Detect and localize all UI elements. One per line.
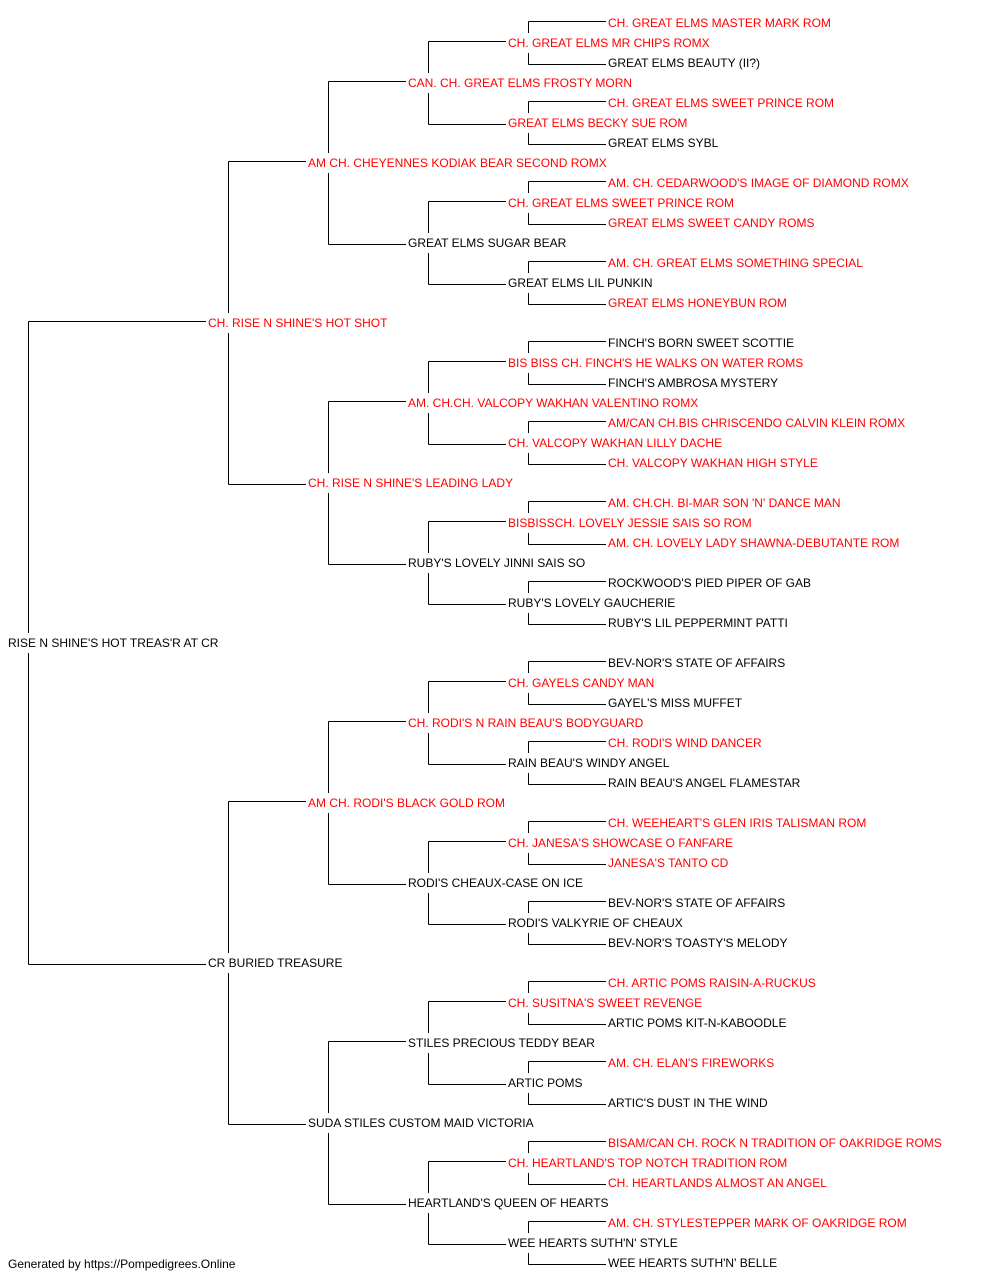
ancestor-name-gen5: ROCKWOOD'S PIED PIPER OF GAB [608,576,811,590]
subject-dog-name: RISE N SHINE'S HOT TREAS'R AT CR [8,636,219,650]
ancestor-name-gen5: AM/CAN CH.BIS CHRISCENDO CALVIN KLEIN RO… [608,416,905,430]
ancestor-name-gen5: RUBY'S LIL PEPPERMINT PATTI [608,616,788,630]
ancestor-name-gen4: CH. GAYELS CANDY MAN [508,676,654,690]
ancestor-name-gen5: WEE HEARTS SUTH'N' BELLE [608,1256,777,1270]
ancestor-name-gen4: ARTIC POMS [508,1076,582,1090]
ancestor-name-gen5: GREAT ELMS BEAUTY (II?) [608,56,760,70]
ancestor-name-gen5: AM. CH.CH. BI-MAR SON 'N' DANCE MAN [608,496,841,510]
ancestor-name-gen5: AM. CH. CEDARWOOD'S IMAGE OF DIAMOND ROM… [608,176,909,190]
ancestor-name-gen5: GREAT ELMS HONEYBUN ROM [608,296,787,310]
ancestor-name-gen5: AM. CH. ELAN'S FIREWORKS [608,1056,774,1070]
ancestor-name-gen5: CH. WEEHEART'S GLEN IRIS TALISMAN ROM [608,816,866,830]
ancestor-name-gen5: BEV-NOR'S STATE OF AFFAIRS [608,656,785,670]
ancestor-name-gen5: AM. CH. GREAT ELMS SOMETHING SPECIAL [608,256,863,270]
ancestor-name-gen1: CH. RISE N SHINE'S HOT SHOT [208,316,388,330]
ancestor-name-gen5: CH. GREAT ELMS SWEET PRINCE ROM [608,96,834,110]
ancestor-name-gen2: CH. RISE N SHINE'S LEADING LADY [308,476,513,490]
ancestor-name-gen5: JANESA'S TANTO CD [608,856,729,870]
ancestor-name-gen2: AM CH. RODI'S BLACK GOLD ROM [308,796,505,810]
ancestor-name-gen1: CR BURIED TREASURE [208,956,342,970]
ancestor-name-gen3: HEARTLAND'S QUEEN OF HEARTS [408,1196,609,1210]
ancestor-name-gen4: RAIN BEAU'S WINDY ANGEL [508,756,670,770]
ancestor-name-gen4: RUBY'S LOVELY GAUCHERIE [508,596,675,610]
ancestor-name-gen5: GREAT ELMS SYBL [608,136,719,150]
ancestor-name-gen5: FINCH'S BORN SWEET SCOTTIE [608,336,794,350]
ancestor-name-gen2: AM CH. CHEYENNES KODIAK BEAR SECOND ROMX [308,156,607,170]
ancestor-name-gen5: BEV-NOR'S STATE OF AFFAIRS [608,896,785,910]
ancestor-name-gen5: CH. RODI'S WIND DANCER [608,736,762,750]
ancestor-name-gen5: CH. HEARTLANDS ALMOST AN ANGEL [608,1176,827,1190]
ancestor-name-gen4: WEE HEARTS SUTH'N' STYLE [508,1236,678,1250]
ancestor-name-gen4: CH. HEARTLAND'S TOP NOTCH TRADITION ROM [508,1156,787,1170]
ancestor-name-gen3: RUBY'S LOVELY JINNI SAIS SO [408,556,585,570]
ancestor-name-gen4: CH. GREAT ELMS MR CHIPS ROMX [508,36,710,50]
ancestor-name-gen4: BIS BISS CH. FINCH'S HE WALKS ON WATER R… [508,356,803,370]
ancestor-name-gen4: GREAT ELMS BECKY SUE ROM [508,116,687,130]
ancestor-name-gen4: CH. JANESA'S SHOWCASE O FANFARE [508,836,733,850]
ancestor-name-gen3: STILES PRECIOUS TEDDY BEAR [408,1036,595,1050]
ancestor-name-gen5: GAYEL'S MISS MUFFET [608,696,743,710]
ancestor-name-gen4: CH. GREAT ELMS SWEET PRINCE ROM [508,196,734,210]
ancestor-name-gen5: CH. GREAT ELMS MASTER MARK ROM [608,16,831,30]
ancestor-name-gen4: BISBISSCH. LOVELY JESSIE SAIS SO ROM [508,516,752,530]
ancestor-name-gen4: GREAT ELMS LIL PUNKIN [508,276,653,290]
ancestor-name-gen5: BEV-NOR'S TOASTY'S MELODY [608,936,788,950]
ancestor-name-gen3: GREAT ELMS SUGAR BEAR [408,236,567,250]
ancestor-name-gen5: ARTIC'S DUST IN THE WIND [608,1096,768,1110]
ancestor-name-gen3: RODI'S CHEAUX-CASE ON ICE [408,876,583,890]
ancestor-name-gen5: CH. VALCOPY WAKHAN HIGH STYLE [608,456,818,470]
ancestor-name-gen5: ARTIC POMS KIT-N-KABOODLE [608,1016,786,1030]
ancestor-name-gen2: SUDA STILES CUSTOM MAID VICTORIA [308,1116,534,1130]
ancestor-name-gen5: BISAM/CAN CH. ROCK N TRADITION OF OAKRID… [608,1136,942,1150]
ancestor-name-gen3: CH. RODI'S N RAIN BEAU'S BODYGUARD [408,716,644,730]
ancestor-name-gen3: CAN. CH. GREAT ELMS FROSTY MORN [408,76,632,90]
ancestor-name-gen4: RODI'S VALKYRIE OF CHEAUX [508,916,683,930]
ancestor-name-gen4: CH. SUSITNA'S SWEET REVENGE [508,996,702,1010]
ancestor-name-gen5: RAIN BEAU'S ANGEL FLAMESTAR [608,776,801,790]
ancestor-name-gen5: AM. CH. STYLESTEPPER MARK OF OAKRIDGE RO… [608,1216,907,1230]
ancestor-name-gen5: AM. CH. LOVELY LADY SHAWNA-DEBUTANTE ROM [608,536,899,550]
ancestor-name-gen3: AM. CH.CH. VALCOPY WAKHAN VALENTINO ROMX [408,396,698,410]
ancestor-name-gen5: CH. ARTIC POMS RAISIN-A-RUCKUS [608,976,816,990]
ancestor-name-gen5: GREAT ELMS SWEET CANDY ROMS [608,216,814,230]
footer-credit: Generated by https://Pompedigrees.Online [8,1257,236,1271]
ancestor-name-gen5: FINCH'S AMBROSA MYSTERY [608,376,778,390]
ancestor-name-gen4: CH. VALCOPY WAKHAN LILLY DACHE [508,436,722,450]
